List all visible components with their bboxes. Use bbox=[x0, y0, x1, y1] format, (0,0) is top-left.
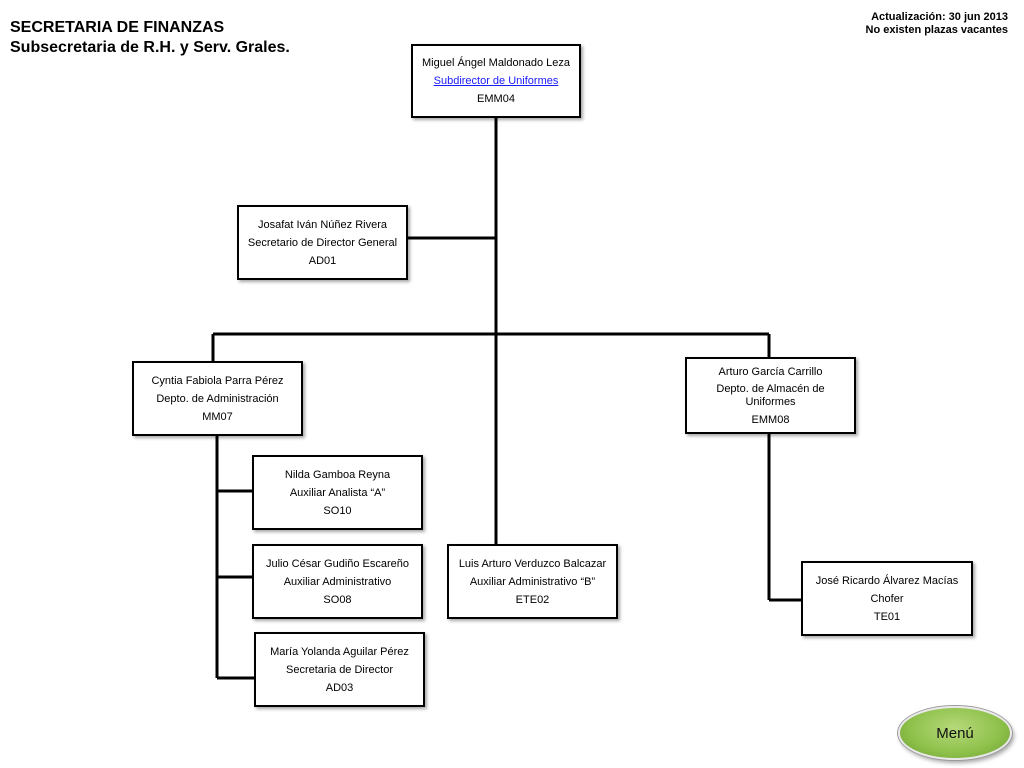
org-node-auxiliar-b: Luis Arturo Verduzco Balcazar Auxiliar A… bbox=[447, 544, 618, 619]
org-title: SECRETARIA DE FINANZAS bbox=[10, 19, 225, 36]
node-name: José Ricardo Álvarez Macías bbox=[815, 574, 959, 587]
vacancy-note: No existen plazas vacantes bbox=[865, 24, 1008, 36]
org-node-secretaria-director: María Yolanda Aguilar Pérez Secretaria d… bbox=[254, 632, 425, 707]
org-node-almacen: Arturo García Carrillo Depto. de Almacén… bbox=[685, 357, 856, 434]
node-title: Auxiliar Analista “A” bbox=[289, 486, 386, 499]
node-code: ETE02 bbox=[515, 593, 550, 606]
node-code: SO10 bbox=[323, 504, 352, 517]
node-title: Depto. de Almacén de Uniformes bbox=[716, 382, 825, 408]
node-code: EMM08 bbox=[751, 413, 790, 426]
node-name: Luis Arturo Verduzco Balcazar bbox=[458, 557, 607, 570]
node-title: Secretario de Director General bbox=[247, 236, 398, 249]
node-title: Depto. de Administración bbox=[156, 392, 279, 405]
node-name: Miguel Ángel Maldonado Leza bbox=[422, 57, 570, 69]
org-node-auxiliar-administrativo: Julio César Gudiño Escareño Auxiliar Adm… bbox=[252, 544, 423, 619]
node-name: Arturo García Carrillo bbox=[718, 365, 823, 378]
org-subtitle: Subsecretaria de R.H. y Serv. Grales. bbox=[10, 39, 290, 56]
node-name: Nilda Gamboa Reyna bbox=[284, 468, 391, 481]
page-title: SECRETARIA DE FINANZAS Subsecretaria de … bbox=[10, 18, 290, 58]
update-info: Actualización: 30 jun 2013 No existen pl… bbox=[866, 11, 1008, 37]
org-node-chofer: José Ricardo Álvarez Macías Chofer TE01 bbox=[801, 561, 973, 636]
node-code: TE01 bbox=[873, 610, 901, 623]
org-node-auxiliar-analista: Nilda Gamboa Reyna Auxiliar Analista “A”… bbox=[252, 455, 423, 530]
node-name: Julio César Gudiño Escareño bbox=[265, 557, 410, 570]
node-title-link[interactable]: Subdirector de Uniformes bbox=[433, 75, 559, 87]
org-node-subdirector: Miguel Ángel Maldonado Leza Subdirector … bbox=[411, 44, 581, 118]
node-title: Auxiliar Administrativo bbox=[283, 575, 392, 588]
node-code: AD01 bbox=[308, 254, 337, 267]
node-name: María Yolanda Aguilar Pérez bbox=[270, 645, 409, 658]
org-node-secretario: Josafat Iván Núñez Rivera Secretario de … bbox=[237, 205, 408, 280]
node-name: Josafat Iván Núñez Rivera bbox=[257, 218, 387, 231]
node-code: SO08 bbox=[323, 593, 352, 606]
node-name: Cyntia Fabiola Parra Pérez bbox=[151, 374, 284, 387]
update-date: Actualización: 30 jun 2013 bbox=[871, 11, 1008, 23]
node-code: AD03 bbox=[325, 681, 354, 694]
menu-button-label: Menú bbox=[936, 724, 974, 742]
node-code: MM07 bbox=[202, 410, 233, 423]
menu-button[interactable]: Menú bbox=[898, 706, 1012, 760]
node-title: Chofer bbox=[870, 592, 904, 605]
node-title: Secretaria de Director bbox=[286, 663, 393, 676]
node-title: Auxiliar Administrativo “B” bbox=[469, 575, 596, 588]
node-code: EMM04 bbox=[477, 93, 515, 105]
org-node-administracion: Cyntia Fabiola Parra Pérez Depto. de Adm… bbox=[132, 361, 303, 436]
